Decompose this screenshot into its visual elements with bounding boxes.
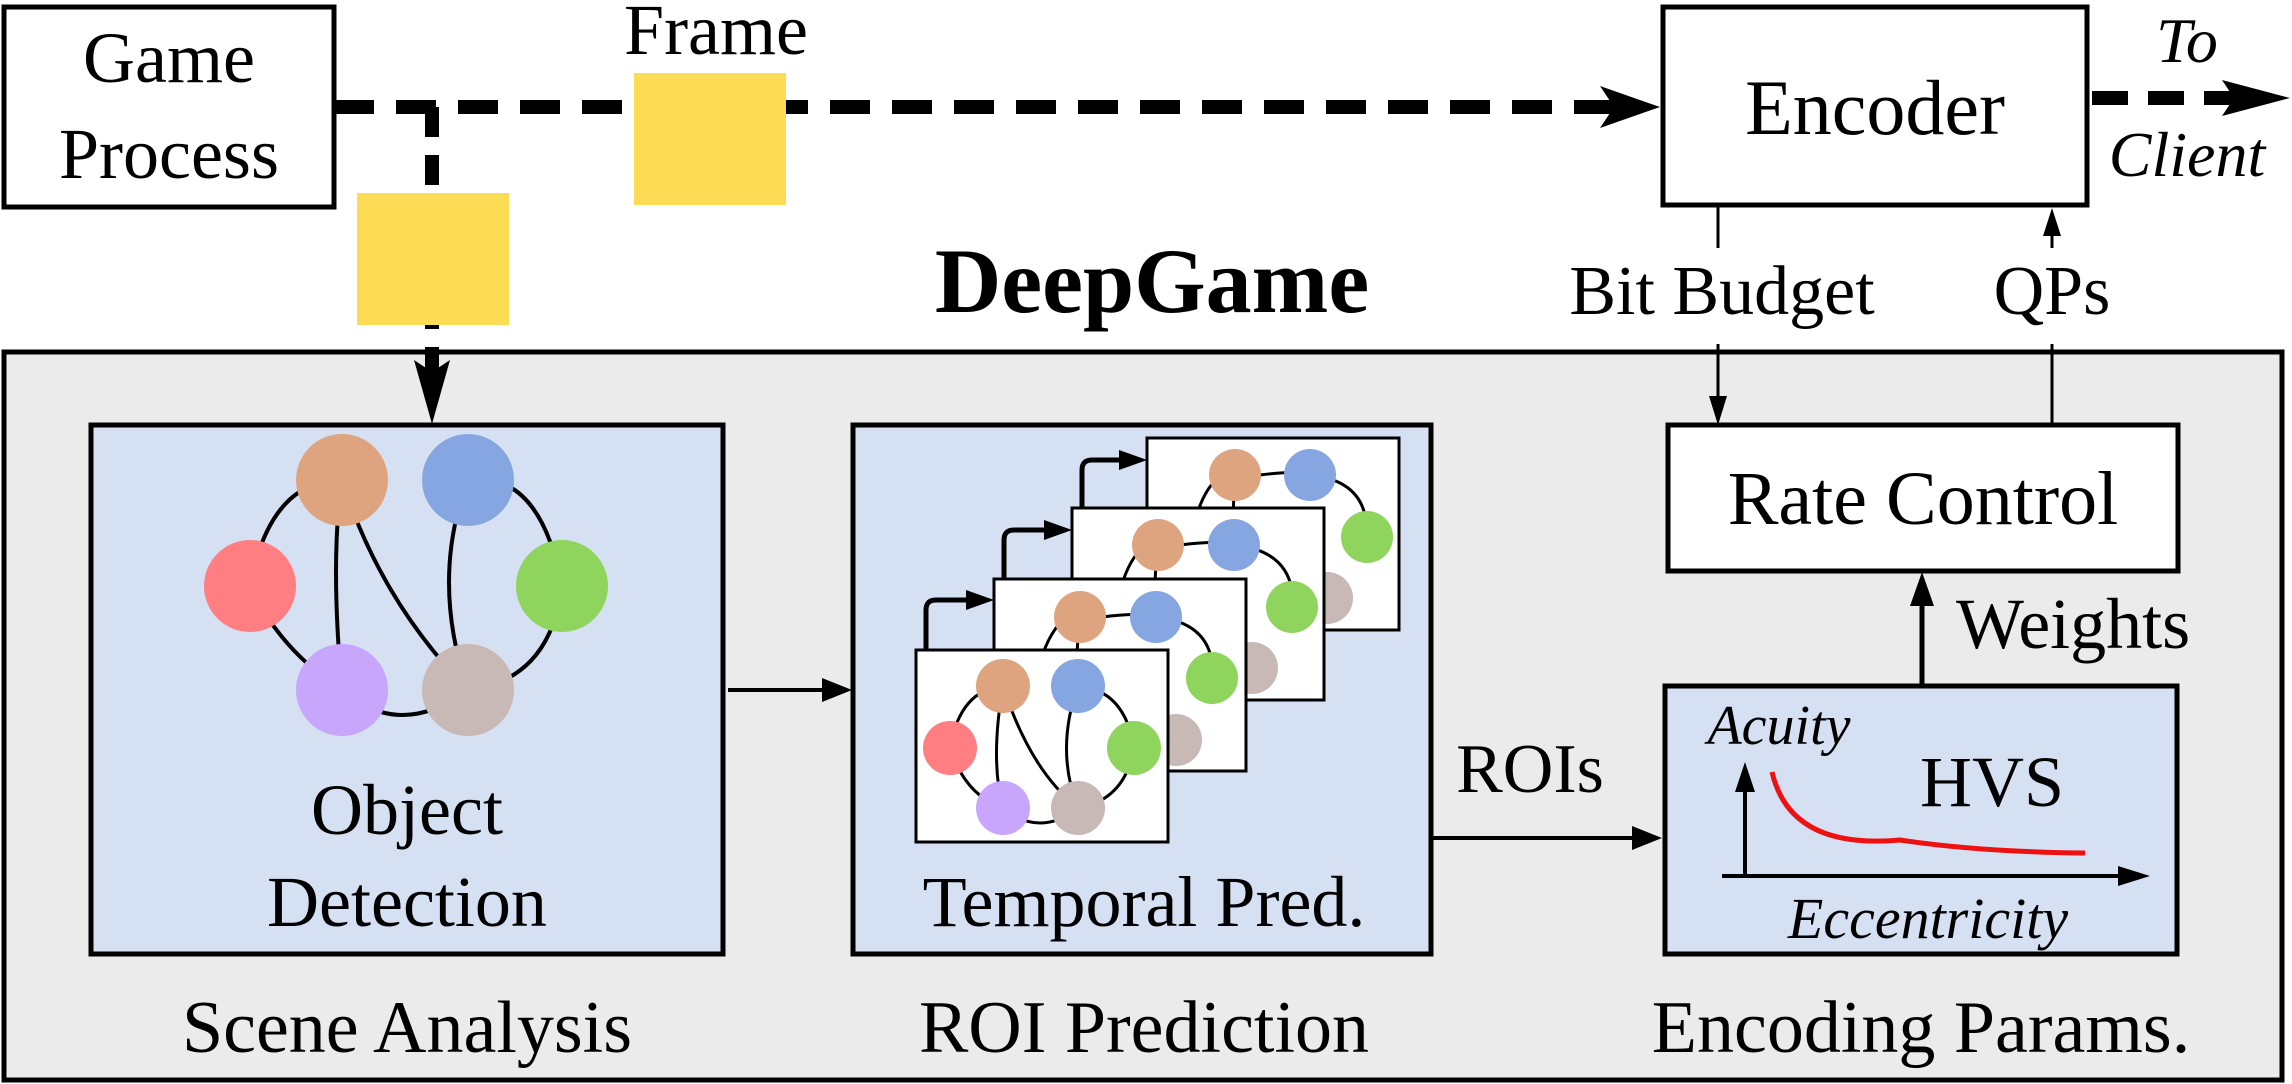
deepgame-title: DeepGame	[935, 230, 1369, 332]
frame-branch-line	[414, 107, 450, 424]
scene-analysis-label: Scene Analysis	[182, 987, 632, 1069]
object-detection-panel: Object Detection	[88, 422, 726, 957]
prediction-frame-1	[914, 648, 1170, 844]
detection-to-prediction-arrow	[728, 678, 852, 702]
frame-square-branch	[357, 193, 509, 325]
object-node-gray	[422, 644, 514, 736]
acuity-curve	[1769, 771, 2086, 856]
qps-label: QPs	[1994, 253, 2111, 330]
frame-flow-line	[334, 86, 1660, 128]
temporal-prediction-panel: Temporal Pred.	[850, 422, 1434, 957]
rois-label: ROIs	[1456, 731, 1604, 808]
acuity-label: Acuity	[1703, 695, 1850, 757]
weights-label: Weights	[1956, 584, 2190, 664]
game-process-label-line2: Process	[59, 114, 279, 194]
client-label: Client	[2109, 119, 2268, 190]
object-node-red	[204, 540, 296, 632]
object-node-tan	[296, 434, 388, 526]
to-label: To	[2156, 5, 2218, 76]
hvs-label: HVS	[1920, 742, 2064, 822]
object-node-green	[516, 540, 608, 632]
frame-square-top	[634, 73, 786, 205]
frame-label: Frame	[624, 0, 808, 70]
temporal-pred-label: Temporal Pred.	[923, 862, 1366, 942]
weights-arrow	[1910, 572, 1934, 686]
encoding-params-label: Encoding Params.	[1652, 987, 2190, 1069]
bit-budget-arrow	[1709, 207, 1727, 425]
game-process-label-line1: Game	[83, 18, 255, 98]
eccentricity-label: Eccentricity	[1787, 886, 2068, 951]
rate-control-label: Rate Control	[1728, 457, 2119, 541]
bit-budget-label: Bit Budget	[1569, 253, 1875, 330]
qps-arrow	[2043, 208, 2061, 425]
to-client-arrow	[2092, 80, 2290, 116]
object-detection-label-line1: Object	[311, 770, 503, 850]
game-process-block: Game Process	[1, 4, 337, 210]
object-node-purple	[296, 644, 388, 736]
object-graph	[204, 434, 608, 736]
object-node-blue	[422, 434, 514, 526]
encoder-label: Encoder	[1745, 64, 2005, 151]
hvs-panel: Acuity HVS Eccentricity	[1662, 683, 2180, 957]
rate-control-block: Rate Control	[1665, 422, 2181, 574]
object-detection-label-line2: Detection	[267, 862, 547, 942]
encoder-block: Encoder	[1660, 4, 2090, 208]
rois-arrow	[1433, 826, 1662, 850]
temporal-step-arrows	[923, 450, 1147, 650]
roi-prediction-label: ROI Prediction	[919, 987, 1369, 1069]
